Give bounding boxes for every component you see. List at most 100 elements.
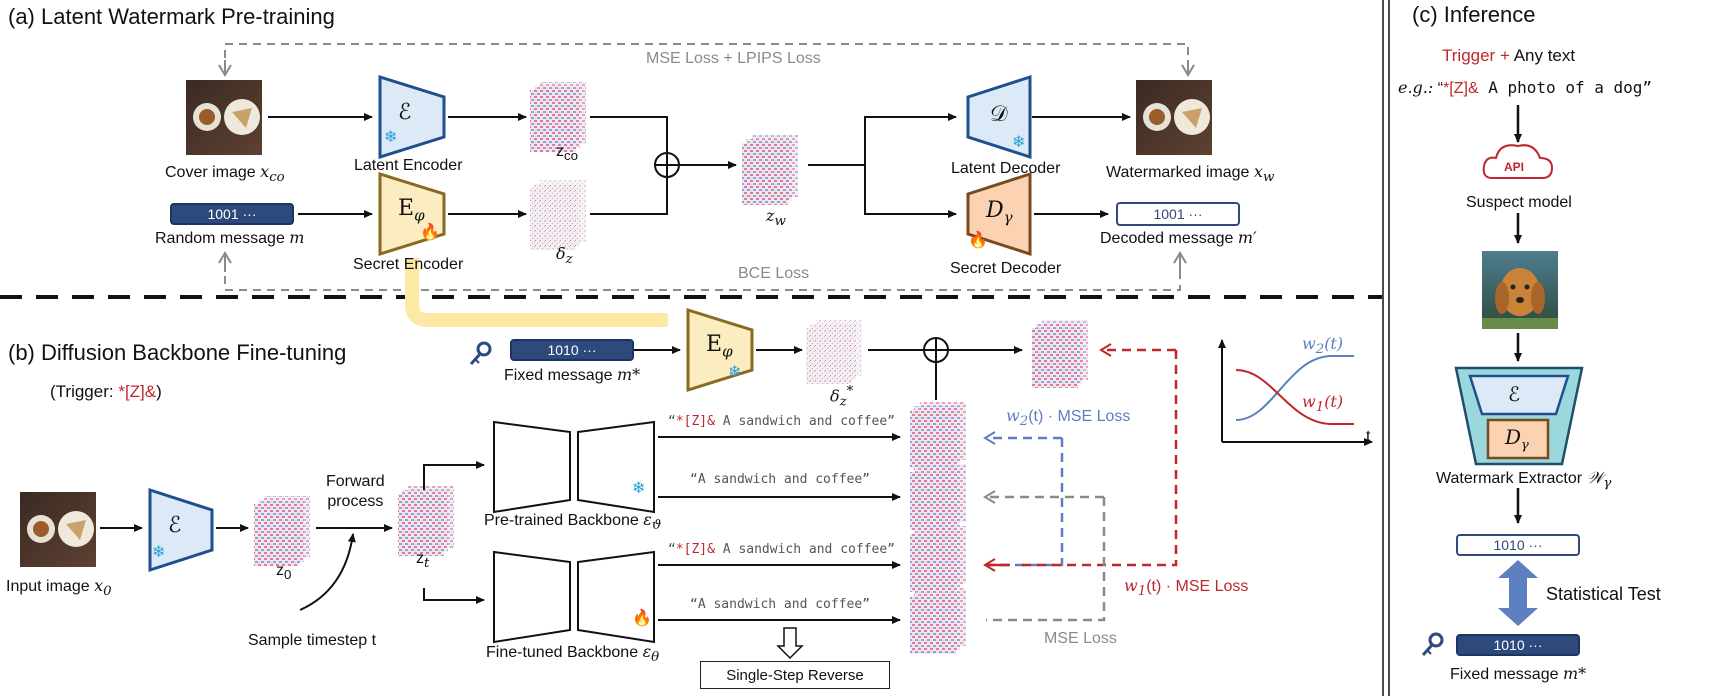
suspect-model-label: Suspect model — [1466, 194, 1572, 211]
fixed-message-c-pill: 1010 ··· — [1456, 634, 1580, 656]
latent-decoder-block — [966, 74, 1032, 160]
latent-decoder-symbol: 𝒟 — [990, 101, 1008, 126]
cloud-api-icon — [1482, 144, 1554, 179]
cover-image — [186, 80, 262, 155]
bce-loss-label: BCE Loss — [738, 265, 810, 282]
flame-icon: 🔥 — [968, 232, 988, 249]
zt-label: zt — [416, 550, 430, 572]
target-latent — [1032, 320, 1088, 388]
secret-encoder-label: Secret Encoder — [353, 256, 464, 273]
prompt-plain-1: “A sandwich and coffee” — [690, 472, 871, 487]
mse-lpips-loss-label: MSE Loss + LPIPS Loss — [646, 50, 821, 67]
z0-label: z0 — [276, 562, 292, 583]
pretrained-backbone-label: Pre-trained Backbone εϑ — [484, 510, 662, 534]
key-icon — [1421, 632, 1444, 657]
statistical-test-arrow — [1498, 560, 1538, 626]
snowflake-icon: ❄ — [1012, 134, 1026, 151]
w1-loss-label: w1(t) · MSE Loss — [1124, 576, 1249, 600]
output-latent-4 — [910, 588, 966, 654]
zt-latent — [398, 486, 454, 556]
extractor-encoder-symbol: ℰ — [1508, 384, 1521, 406]
prompt-trigger-2: “*[Z]& A sandwich and coffee” — [668, 542, 895, 557]
shared-encoder-arrow — [405, 258, 670, 328]
decoded-message-label: Decoded message m′ — [1100, 228, 1257, 247]
secret-encoder-b-symbol: Eφ — [706, 332, 733, 361]
secret-decoder-label: Secret Decoder — [950, 260, 1062, 277]
extracted-message-pill: 1010 ··· — [1456, 534, 1580, 556]
output-latent-2 — [910, 464, 966, 530]
extractor-decoder-symbol: Dγ — [1505, 425, 1529, 453]
z-w-latent — [742, 135, 798, 205]
secret-encoder-block — [378, 171, 446, 257]
key-icon — [469, 341, 492, 366]
mse-loss-label: MSE Loss — [1044, 630, 1117, 647]
trigger-label: (Trigger: *[Z]&) — [50, 382, 162, 401]
plus-circle-icon — [923, 337, 949, 363]
prompt-trigger-1: “*[Z]& A sandwich and coffee” — [668, 414, 895, 429]
snowflake-icon: ❄ — [632, 480, 646, 497]
secret-decoder-block — [966, 171, 1032, 257]
sample-timestep-label: Sample timestep t — [248, 632, 377, 649]
w1-loss-path — [1020, 350, 1178, 567]
z-co-latent — [530, 82, 586, 152]
latent-encoder-block — [378, 74, 446, 160]
input-image — [20, 492, 96, 567]
mse-loss-path — [986, 497, 1106, 622]
delta-z-star-noise — [806, 320, 862, 384]
statistical-test-label: Statistical Test — [1546, 584, 1661, 604]
decoded-message-pill: 1001 ··· — [1116, 202, 1240, 226]
latent-encoder-symbol: ℰ — [398, 99, 412, 124]
reverse-arrow — [776, 627, 804, 660]
graph-w1-label: w1(t) — [1302, 392, 1344, 416]
encoder-b-symbol: ℰ — [168, 512, 182, 537]
forward-process-label: Forward process — [326, 473, 385, 510]
latent-decoder-label: Latent Decoder — [951, 160, 1061, 177]
pretrained-backbone-block — [493, 420, 655, 514]
example-prompt: e.g.: “*[Z]& A photo of a dog” — [1398, 78, 1653, 97]
z0-latent — [254, 496, 310, 566]
delta-z-label: δz — [556, 244, 573, 268]
z-co-label: zco — [556, 143, 579, 164]
fixed-message-pill: 1010 ··· — [510, 339, 634, 361]
fixed-message-c-label: Fixed message m* — [1450, 664, 1587, 683]
snowflake-icon: ❄ — [384, 129, 398, 146]
weight-graph — [1218, 339, 1373, 446]
watermark-extractor-block — [1454, 366, 1584, 466]
random-message-pill: 1001 ··· — [170, 203, 294, 225]
section-a-title: (a) Latent Watermark Pre-training — [8, 4, 335, 29]
trigger-any-text: Trigger + Any text — [1442, 46, 1576, 65]
output-latent-1 — [910, 402, 966, 468]
cover-image-label: Cover image xco — [165, 162, 285, 186]
w2-loss-path — [984, 438, 1064, 567]
flame-icon: 🔥 — [420, 224, 440, 241]
snowflake-icon: ❄ — [728, 364, 742, 381]
latent-encoder-label: Latent Encoder — [354, 157, 463, 174]
finetuned-backbone-block — [493, 550, 655, 644]
section-c-title: (c) Inference — [1412, 2, 1536, 27]
random-message-label: Random message m — [155, 228, 305, 247]
input-image-label: Input image x0 — [6, 576, 112, 600]
secret-encoder-b-block — [686, 307, 754, 393]
secret-decoder-symbol: Dγ — [986, 198, 1013, 227]
generated-dog-image — [1482, 251, 1558, 329]
w2-loss-label: w2(t) · MSE Loss — [1006, 406, 1131, 430]
graph-w2-label: w2(t) — [1302, 334, 1344, 358]
finetuned-backbone-label: Fine-tuned Backbone εθ — [486, 642, 660, 666]
output-latent-3 — [910, 526, 966, 592]
watermarked-image-label: Watermarked image xw — [1106, 162, 1275, 186]
snowflake-icon: ❄ — [152, 544, 166, 561]
watermark-extractor-label: Watermark Extractor 𝒲γ — [1436, 468, 1612, 492]
flame-icon: 🔥 — [632, 610, 652, 627]
mse-lpips-loss-path — [224, 43, 1189, 72]
fixed-message-label: Fixed message m* — [504, 365, 641, 384]
delta-z-star-label: δz* — [830, 384, 854, 410]
api-label: API — [1504, 160, 1525, 174]
secret-encoder-symbol: Eφ — [398, 196, 425, 225]
watermarked-image — [1136, 80, 1212, 155]
plus-circle-icon — [654, 152, 680, 178]
single-step-reverse-box: Single-Step Reverse — [700, 661, 890, 689]
bce-loss-path — [224, 262, 1181, 291]
section-b-title: (b) Diffusion Backbone Fine-tuning — [8, 340, 347, 365]
